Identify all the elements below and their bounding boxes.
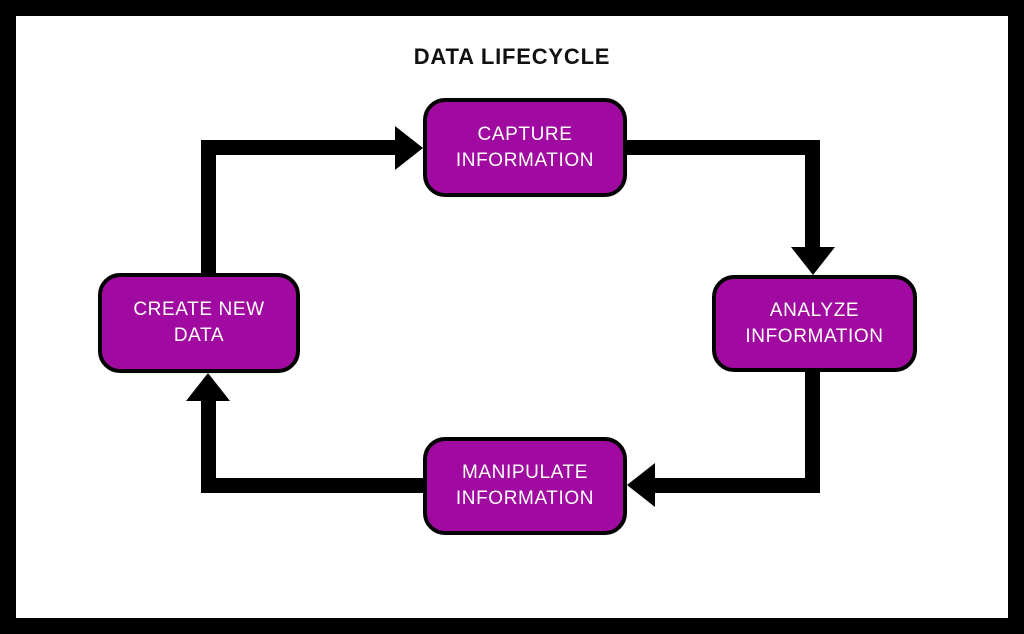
- connector-capture-to-analyze-vertical: [805, 140, 820, 247]
- connector-analyze-to-manipulate-vertical: [805, 372, 820, 493]
- arrowhead-into-create-icon: [186, 373, 230, 401]
- node-analyze-information: ANALYZE INFORMATION: [712, 275, 917, 372]
- arrowhead-into-capture-icon: [395, 126, 423, 170]
- connector-manipulate-to-create-horizontal: [201, 478, 423, 493]
- connector-capture-to-analyze-horizontal: [627, 140, 820, 155]
- connector-manipulate-to-create-vertical: [201, 400, 216, 493]
- connector-create-to-capture-vertical: [201, 140, 216, 273]
- connector-analyze-to-manipulate-horizontal: [655, 478, 820, 493]
- arrowhead-into-manipulate-icon: [627, 463, 655, 507]
- node-capture-information-label: CAPTURE INFORMATION: [455, 123, 595, 171]
- diagram-title: DATA LIFECYCLE: [413, 44, 611, 69]
- connector-create-to-capture-horizontal: [201, 140, 395, 155]
- node-capture-information: CAPTURE INFORMATION: [423, 98, 627, 197]
- node-manipulate-information-label: MANIPULATE INFORMATION: [455, 462, 595, 509]
- diagram-canvas: DATA LIFECYCLE CAPTURE INFORMATION ANALY…: [16, 16, 1008, 618]
- node-create-new-data-label: CREATE NEW DATA: [133, 299, 265, 346]
- node-manipulate-information: MANIPULATE INFORMATION: [423, 437, 627, 535]
- node-analyze-information-label: ANALYZE INFORMATION: [745, 299, 884, 347]
- node-create-new-data: CREATE NEW DATA: [98, 273, 300, 373]
- arrowhead-into-analyze-icon: [791, 247, 835, 275]
